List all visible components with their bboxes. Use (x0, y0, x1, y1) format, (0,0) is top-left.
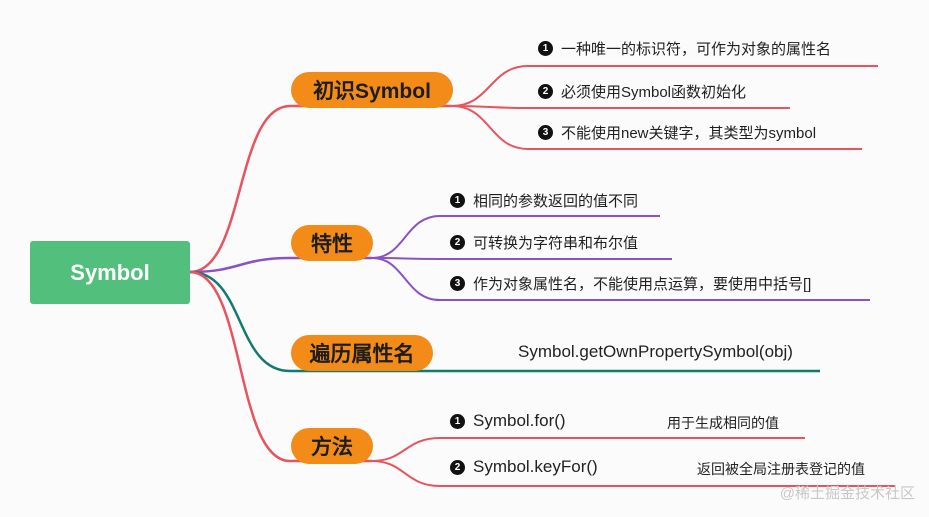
leaf-methods-2: 2 Symbol.keyFor() (450, 457, 598, 477)
edge-b2-c3 (371, 257, 870, 301)
leaf-features-3: 3 作为对象属性名，不能使用点运算，要使用中括号[] (450, 273, 811, 294)
leaf-features-1: 1 相同的参数返回的值不同 (450, 190, 638, 211)
edge-b4-c2 (371, 460, 895, 487)
leaf-text: 可转换为字符串和布尔值 (473, 235, 639, 252)
branch-node-features: 特性 (291, 225, 373, 261)
edge-root-branch-3 (189, 270, 820, 373)
edge-b1-c3 (451, 105, 862, 150)
number-2-icon: 2 (538, 84, 553, 99)
leaf-text: 相同的参数返回的值不同 (473, 193, 639, 210)
leaf-intro-2: 2 必须使用Symbol函数初始化 (538, 81, 746, 102)
edge-root-branch-4 (189, 270, 372, 463)
watermark: @稀土掘金技术社区 (779, 485, 915, 502)
number-1-icon: 1 (538, 41, 553, 56)
number-1-icon: 1 (450, 413, 465, 429)
edge-root-branch-1 (189, 104, 452, 274)
leaf-text: Symbol.keyFor() (473, 457, 598, 476)
number-2-icon: 2 (450, 235, 465, 250)
root-node: Symbol (30, 241, 190, 304)
edge-root-branch-2 (189, 256, 372, 274)
leaf-methods-1-note: 用于生成相同的值 (667, 415, 779, 431)
leaf-features-2: 2 可转换为字符串和布尔值 (450, 232, 638, 253)
leaf-text: 作为对象属性名，不能使用点运算，要使用中括号[] (473, 276, 812, 293)
leaf-text: Symbol.for() (473, 411, 566, 430)
edge-b2-c2 (371, 257, 672, 260)
branch-node-intro: 初识Symbol (291, 72, 453, 108)
number-2-icon: 2 (450, 459, 465, 475)
number-3-icon: 3 (538, 125, 553, 140)
leaf-text: Symbol.getOwnPropertySymbol(obj) (518, 342, 793, 361)
edge-b2-c1 (371, 215, 660, 259)
branch-label: 特性 (311, 233, 353, 256)
branch-node-methods: 方法 (291, 428, 373, 464)
leaf-methods-2-note: 返回被全局注册表登记的值 (697, 461, 865, 477)
leaf-intro-1: 1 一种唯一的标识符，可作为对象的属性名 (538, 38, 831, 59)
branch-node-iterate-keys: 遍历属性名 (291, 335, 433, 371)
edge-b4-c1 (371, 437, 805, 462)
leaf-text: 一种唯一的标识符，可作为对象的属性名 (561, 41, 832, 58)
leaf-text: 必须使用Symbol函数初始化 (561, 84, 747, 101)
leaf-iterate-1: Symbol.getOwnPropertySymbol(obj) (518, 342, 793, 362)
branch-label: 初识Symbol (313, 80, 431, 103)
edge-b1-c2 (451, 105, 790, 109)
number-1-icon: 1 (450, 193, 465, 208)
leaf-methods-1: 1 Symbol.for() (450, 411, 566, 431)
branch-label: 遍历属性名 (309, 343, 415, 366)
number-3-icon: 3 (450, 276, 465, 291)
edge-b1-c1 (451, 65, 878, 107)
leaf-text: 不能使用new关键字，其类型为symbol (561, 125, 817, 142)
branch-label: 方法 (311, 436, 353, 459)
leaf-intro-3: 3 不能使用new关键字，其类型为symbol (538, 122, 816, 143)
root-label: Symbol (70, 259, 150, 285)
